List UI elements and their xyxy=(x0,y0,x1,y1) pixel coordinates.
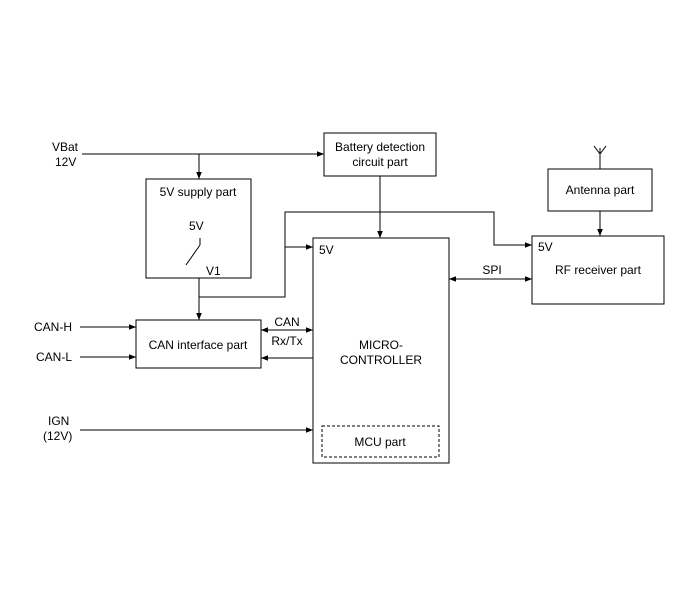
vbat-label: VBat xyxy=(52,140,79,154)
rf-receiver-label: RF receiver part xyxy=(555,263,642,277)
battery-detection-box xyxy=(323,132,437,177)
can-l-label: CAN-L xyxy=(36,350,72,364)
mcu-part-label: MCU part xyxy=(354,435,406,449)
supply-switch-symbol xyxy=(185,244,201,266)
can-h-label: CAN-H xyxy=(34,320,72,334)
antenna-icon xyxy=(593,145,607,169)
supply-5v-to-mcu-line xyxy=(199,244,313,298)
spi-label: SPI xyxy=(482,263,501,277)
ign-label: IGN xyxy=(48,414,69,428)
battery-detection-label-line2: circuit part xyxy=(352,155,408,169)
ign-voltage-label: (12V) xyxy=(43,429,72,443)
supply-switch-label: 5V xyxy=(189,219,204,233)
microcontroller-5v-label: 5V xyxy=(319,243,334,257)
can-bus-label: CAN xyxy=(274,315,299,329)
microcontroller-label-line1: MICRO- xyxy=(359,338,403,352)
supply-5v-to-rf-receiver-line xyxy=(284,211,532,248)
supply-output-label: V1 xyxy=(206,264,221,278)
vbat-voltage-label: 12V xyxy=(55,155,76,169)
supply-label: 5V supply part xyxy=(160,185,237,199)
can-interface-box xyxy=(135,319,262,369)
microcontroller-label-line2: CONTROLLER xyxy=(340,353,422,367)
can-interface-label: CAN interface part xyxy=(149,338,248,352)
rf-receiver-box xyxy=(531,235,665,305)
antenna-label: Antenna part xyxy=(566,183,635,197)
microcontroller-box xyxy=(312,237,450,464)
battery-detection-label-line1: Battery detection xyxy=(335,140,425,154)
rf-receiver-5v-label: 5V xyxy=(538,240,553,254)
can-rxtx-label: Rx/Tx xyxy=(271,334,302,348)
supply-box xyxy=(145,178,252,279)
mcu-part-box xyxy=(321,425,440,458)
